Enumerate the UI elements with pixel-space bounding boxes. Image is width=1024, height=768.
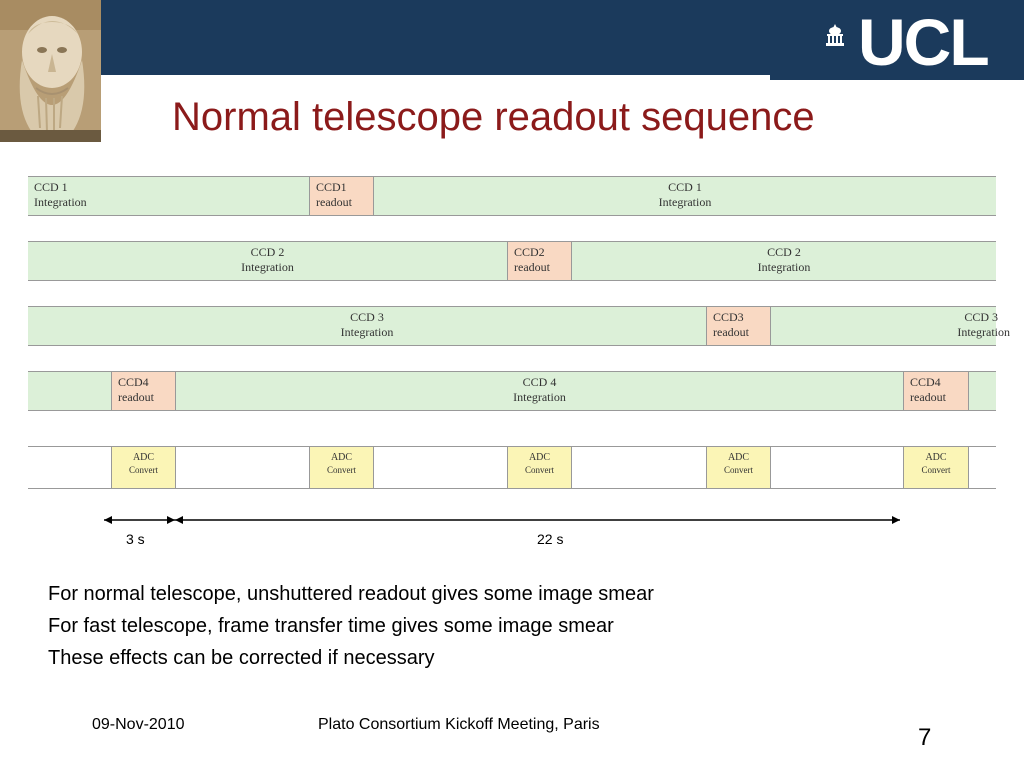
adc-idle-segment <box>969 447 996 488</box>
segment-sublabel: Integration <box>957 325 1010 339</box>
segment-label: CCD 3 <box>350 310 384 324</box>
segment-label: ADC <box>330 452 353 463</box>
duration-label-long: 22 s <box>537 531 564 547</box>
segment-label: CCD 4 <box>522 375 557 389</box>
segment-label: CCD 1 <box>668 180 702 194</box>
segment-label: ADC <box>925 452 947 463</box>
adc-idle-segment <box>771 447 903 488</box>
ccd3-readout-segment: CCD3 readout <box>706 307 771 345</box>
adc-convert-segment: ADC Convert <box>111 447 176 488</box>
segment-sublabel: Integration <box>241 260 294 274</box>
ccd4-integration-segment: CCD 4 Integration <box>176 372 903 410</box>
adc-convert-segment: ADC Convert <box>706 447 771 488</box>
segment-sublabel: Integration <box>34 195 87 209</box>
segment-sublabel: readout <box>514 260 550 274</box>
segment-sublabel: Integration <box>513 390 566 404</box>
duration-label-short: 3 s <box>126 531 145 547</box>
segment-sublabel: readout <box>713 325 749 339</box>
slide-title: Normal telescope readout sequence <box>172 95 815 139</box>
ccd2-readout-segment: CCD2 readout <box>507 242 572 280</box>
segment-sublabel: Convert <box>129 465 158 475</box>
segment-sublabel: Convert <box>921 465 951 475</box>
adc-convert-segment: ADC Convert <box>507 447 572 488</box>
ucl-logo-text: UCL <box>858 5 990 79</box>
segment-sublabel: Integration <box>340 325 394 339</box>
note-line: These effects can be corrected if necess… <box>48 647 435 669</box>
segment-label: CCD1 <box>316 180 347 194</box>
segment-label: CCD3 <box>713 310 744 324</box>
segment-label: CCD4 <box>910 375 941 389</box>
ccd1-integration-segment: CCD 1 Integration <box>28 177 309 215</box>
adc-idle-segment <box>176 447 309 488</box>
ccd3-lane: CCD 3 Integration CCD3 readout CCD 3 Int… <box>28 306 1010 346</box>
ccd1-readout-segment: CCD1 readout <box>309 177 374 215</box>
adc-idle-segment <box>28 447 111 488</box>
segment-label: CCD 2 <box>767 245 801 259</box>
adc-idle-segment <box>374 447 507 488</box>
footer-event: Plato Consortium Kickoff Meeting, Paris <box>318 716 600 733</box>
page-number: 7 <box>918 724 932 751</box>
ccd1-integration-segment: CCD 1 Integration <box>374 177 996 215</box>
segment-sublabel: Convert <box>327 465 356 475</box>
segment-sublabel: readout <box>316 195 352 209</box>
footer-date: 09-Nov-2010 <box>92 716 185 733</box>
ccd1-lane: CCD 1 Integration CCD1 readout CCD 1 Int… <box>28 176 996 216</box>
segment-label: CCD4 <box>118 375 149 389</box>
segment-sublabel: Integration <box>757 260 811 274</box>
segment-sublabel: Integration <box>658 195 712 209</box>
segment-sublabel: readout <box>118 390 154 404</box>
segment-label: ADC <box>132 452 155 463</box>
notes-list: For normal telescope, unshuttered readou… <box>48 578 654 674</box>
ccd2-lane: CCD 2 Integration CCD2 readout CCD 2 Int… <box>28 241 996 281</box>
segment-label: CCD 1 <box>34 180 68 194</box>
adc-convert-segment: ADC Convert <box>903 447 969 488</box>
segment-label: ADC <box>727 452 750 463</box>
plato-portrait-image <box>0 0 101 142</box>
portico-icon <box>826 24 844 46</box>
segment-sublabel: Convert <box>525 465 554 475</box>
adc-lane: ADC Convert ADC Convert ADC Convert ADC … <box>28 446 996 489</box>
ccd4-readout-segment: CCD4 readout <box>903 372 969 410</box>
duration-arrows <box>104 516 900 524</box>
adc-convert-segment: ADC Convert <box>309 447 374 488</box>
segment-sublabel: Convert <box>724 465 753 475</box>
segment-label: CCD2 <box>514 245 545 259</box>
ccd2-integration-segment: CCD 2 Integration <box>28 242 507 280</box>
ccd4-lane: CCD4 readout CCD 4 Integration CCD4 read… <box>28 371 996 411</box>
ccd4-integration-segment <box>28 372 111 410</box>
segment-label: CCD 3 <box>964 310 998 324</box>
note-line: For fast telescope, frame transfer time … <box>48 615 614 637</box>
adc-idle-segment <box>572 447 706 488</box>
ccd2-integration-segment: CCD 2 Integration <box>572 242 996 280</box>
ccd3-integration-segment: CCD 3 Integration <box>28 307 706 345</box>
ucl-logo <box>770 0 1024 80</box>
ccd4-integration-segment <box>969 372 996 410</box>
ccd3-integration-segment: CCD 3 Integration <box>771 307 1010 345</box>
ccd4-readout-segment: CCD4 readout <box>111 372 176 410</box>
note-line: For normal telescope, unshuttered readou… <box>48 583 654 605</box>
segment-label: ADC <box>528 452 551 463</box>
segment-label: CCD 2 <box>250 245 285 259</box>
segment-sublabel: readout <box>910 390 946 404</box>
